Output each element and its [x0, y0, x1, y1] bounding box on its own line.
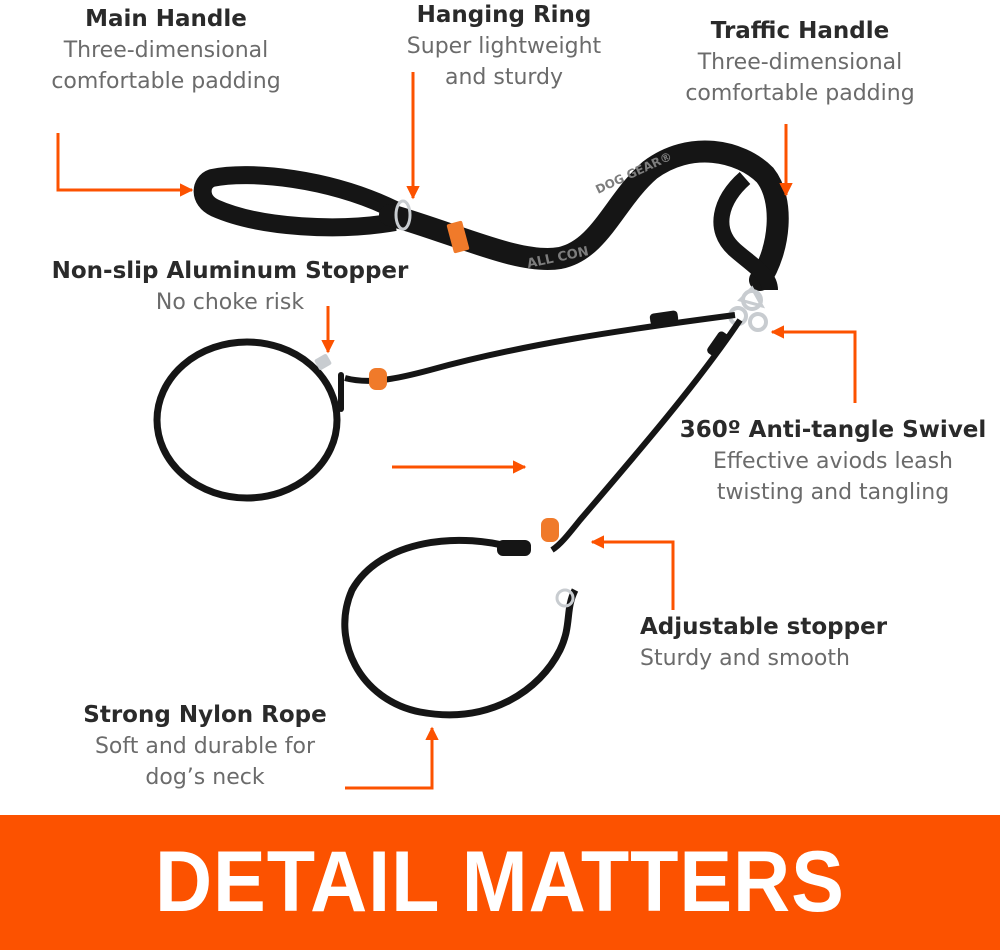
callout-subtitle: comfortable padding	[51, 69, 281, 94]
callout-subtitle: and sturdy	[444, 65, 564, 90]
lower-adjustable-stopper	[541, 518, 559, 542]
aluminum-stopper	[314, 354, 332, 370]
arrow-nylon-rope	[345, 726, 439, 790]
callout-subtitle: comfortable padding	[685, 81, 915, 106]
callout-hanging-ring: Hanging Ring Super lightweight and sturd…	[382, 0, 626, 93]
callout-subtitle: Three-dimensional	[63, 38, 269, 63]
callout-title: Main Handle	[85, 6, 247, 32]
callout-title: Hanging Ring	[416, 2, 592, 28]
arrow-main-handle	[56, 133, 194, 197]
banner-text: DETAIL MATTERS	[155, 834, 845, 930]
callout-title: Strong Nylon Rope	[83, 702, 327, 728]
brand-tag	[446, 220, 470, 254]
callout-main-handle: Main Handle Three-dimensional comfortabl…	[20, 4, 312, 97]
callout-traffic-handle: Traffic Handle Three-dimensional comfort…	[652, 16, 948, 109]
callout-subtitle: Super lightweight	[406, 34, 602, 59]
callout-subtitle: twisting and tangling	[716, 480, 950, 505]
callout-subtitle: dog’s neck	[145, 765, 265, 790]
callout-title: Non-slip Aluminum Stopper	[51, 258, 409, 284]
arrow-swivel	[770, 325, 857, 403]
callout-title: 360º Anti-tangle Swivel	[679, 417, 987, 443]
traffic-handle-strap	[713, 171, 778, 292]
callout-subtitle: Three-dimensional	[697, 50, 903, 75]
callout-title: Traffic Handle	[710, 18, 890, 44]
callout-subtitle: Soft and durable for	[94, 734, 316, 759]
lower-collar-loop	[341, 536, 579, 719]
callout-swivel: 360º Anti-tangle Swivel Effective aviods…	[668, 415, 998, 508]
callout-aluminum-stopper: Non-slip Aluminum Stopper No choke risk	[30, 256, 430, 318]
callout-subtitle: Sturdy and smooth	[640, 646, 850, 671]
detail-matters-banner: DETAIL MATTERS	[0, 815, 1000, 950]
main-handle-strap	[193, 166, 399, 237]
callout-title: Adjustable stopper	[640, 614, 888, 640]
callout-subtitle: Effective aviods leash	[712, 449, 953, 474]
upper-adjustable-stopper	[369, 368, 387, 390]
callout-adjustable-stopper: Adjustable stopper Sturdy and smooth	[640, 612, 910, 674]
callout-subtitle: No choke risk	[155, 290, 305, 315]
upper-collar-loop	[153, 338, 341, 502]
hanging-ring	[394, 199, 412, 231]
lower-rope	[550, 318, 743, 553]
arrow-adjustable-stopper	[590, 535, 675, 610]
leash-illustration: DOG GEAR® ALL CON	[56, 72, 857, 790]
callout-nylon-rope: Strong Nylon Rope Soft and durable for d…	[58, 700, 352, 793]
callout-arrows	[56, 72, 857, 790]
upper-rope	[344, 312, 736, 384]
webbing-strap	[379, 140, 789, 291]
